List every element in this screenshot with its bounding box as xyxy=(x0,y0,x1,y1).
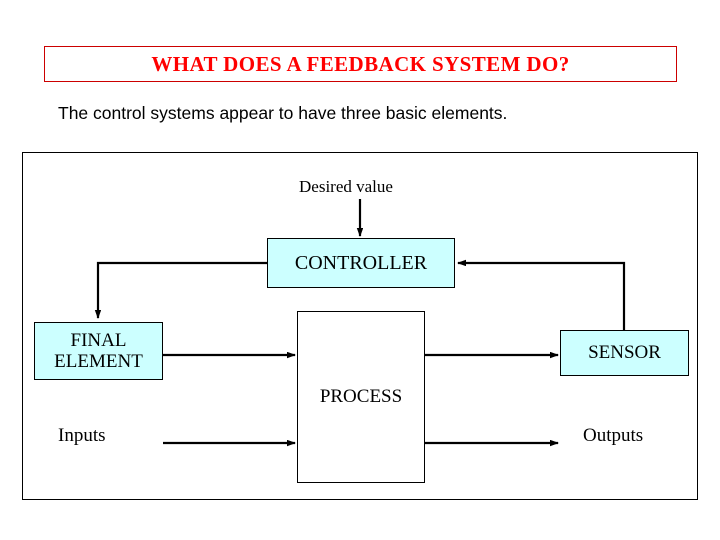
sensor-label: SENSOR xyxy=(588,342,661,363)
final-element-label-line1: FINAL xyxy=(70,329,127,351)
final-element-block: FINAL ELEMENT xyxy=(34,322,163,380)
controller-label: CONTROLLER xyxy=(294,251,428,274)
process-block: PROCESS xyxy=(297,311,425,483)
sensor-block: SENSOR xyxy=(560,330,689,376)
desired-value-label: Desired value xyxy=(299,177,393,196)
final-element-label-line2: ELEMENT xyxy=(54,351,143,372)
slide-subtitle: The control systems appear to have three… xyxy=(58,103,508,123)
controller-block: CONTROLLER xyxy=(267,238,455,288)
inputs-label: Inputs xyxy=(58,425,106,446)
process-label: PROCESS xyxy=(319,386,403,407)
outputs-label: Outputs xyxy=(583,425,644,446)
slide-title-box: WHAT DOES A FEEDBACK SYSTEM DO? xyxy=(44,46,677,82)
page-title: WHAT DOES A FEEDBACK SYSTEM DO? xyxy=(151,51,570,76)
